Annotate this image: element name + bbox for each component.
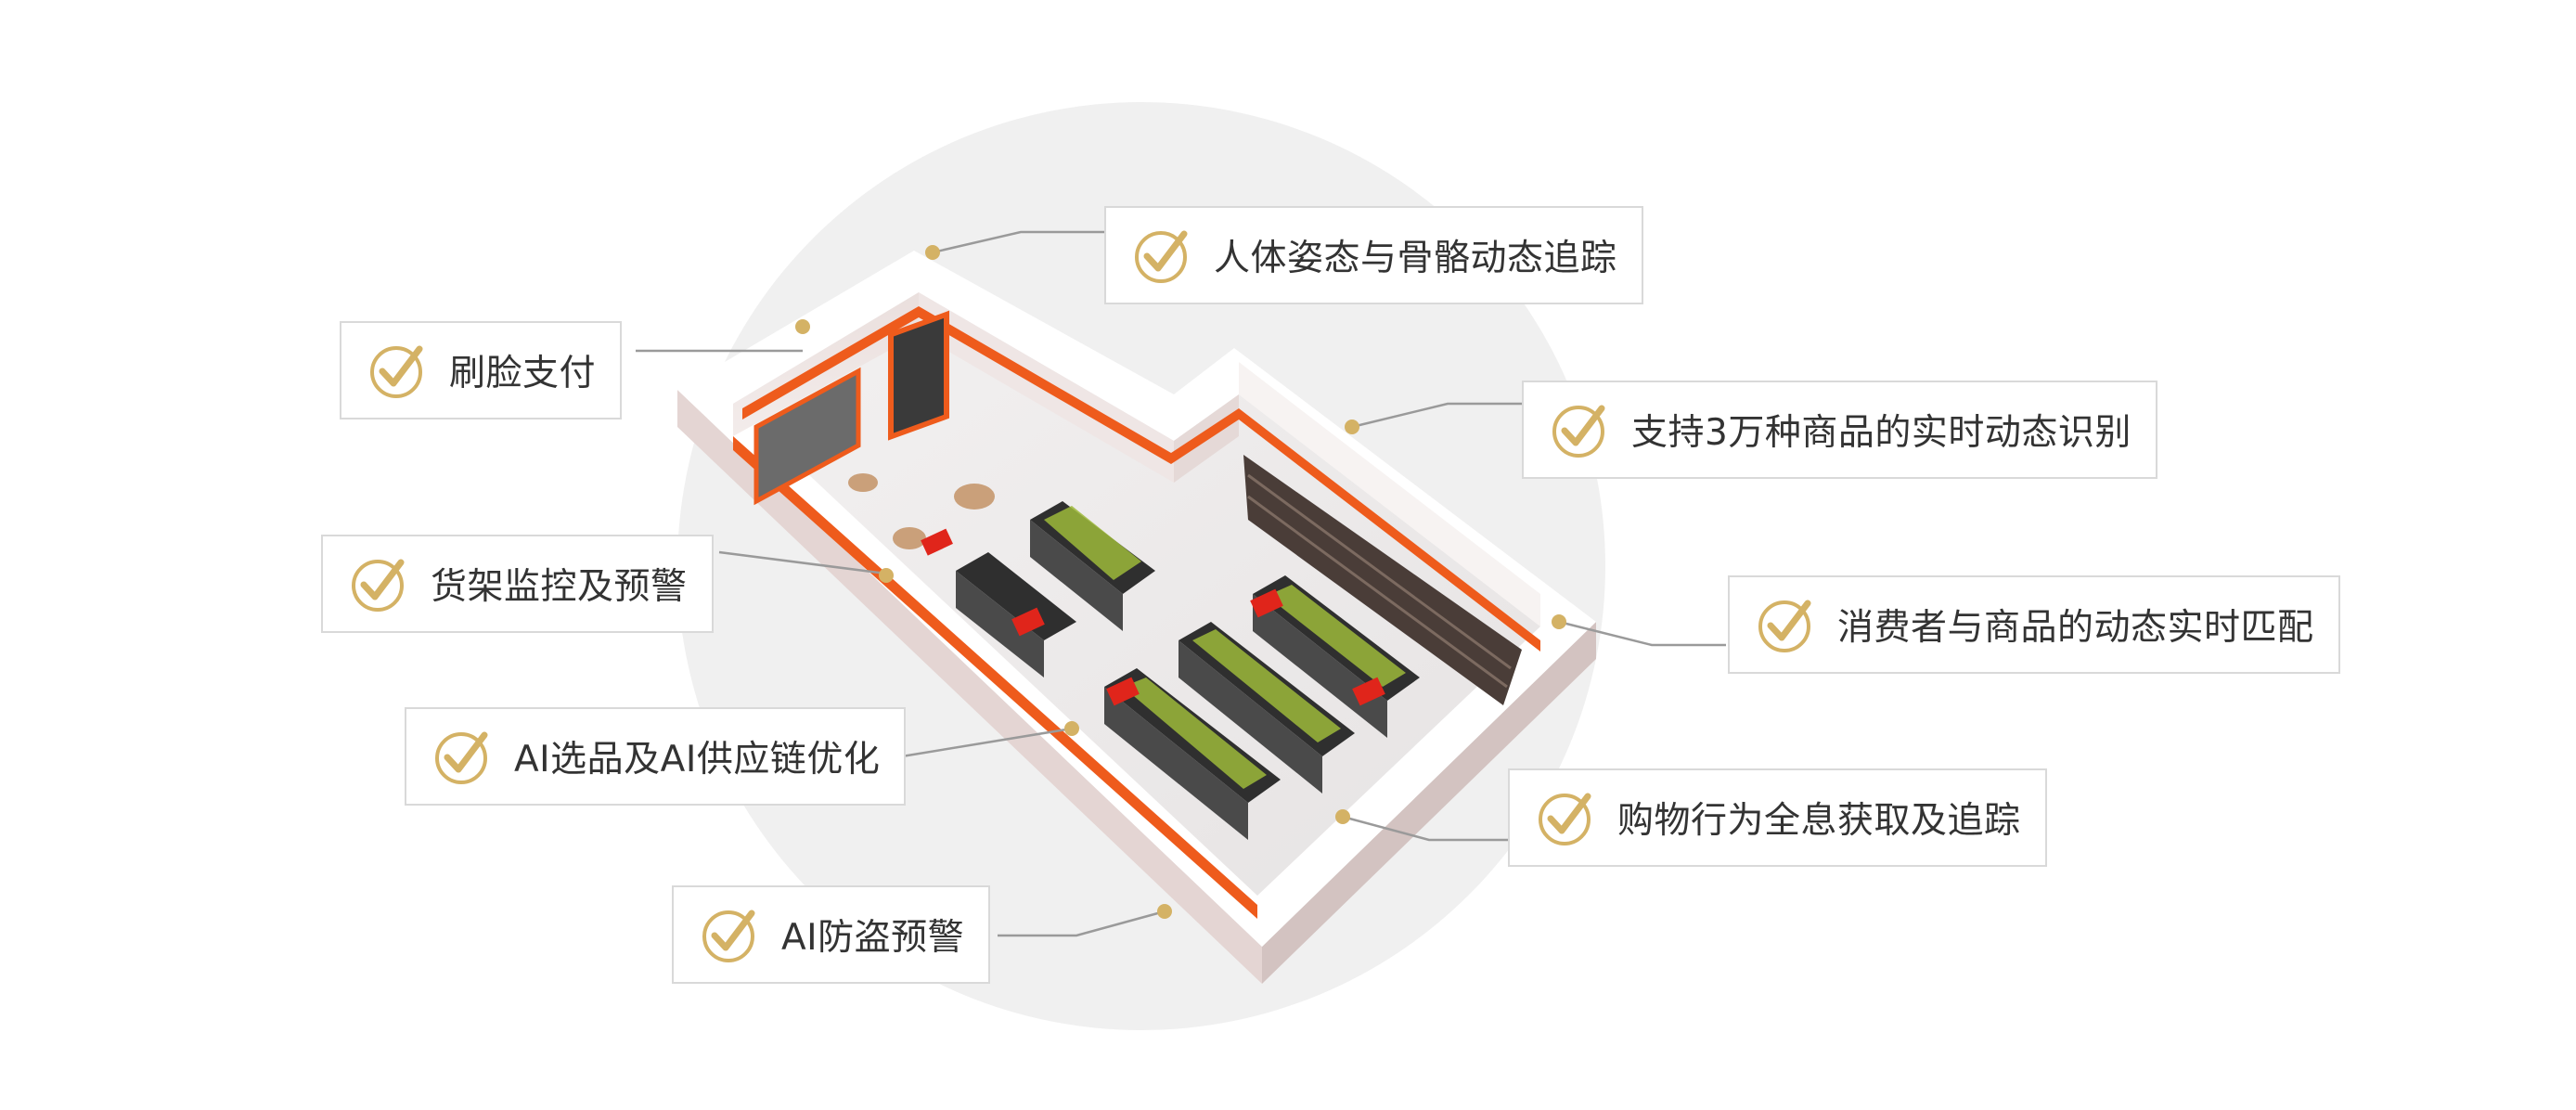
callout-shopping-tracking: 购物行为全息获取及追踪 [1508,768,2047,867]
callout-ai-selection: AI选品及AI供应链优化 [405,707,907,806]
shelf-signs [921,528,1385,706]
orange-bands [733,306,1540,919]
feature-label: 人体姿态与骨骼动态追踪 [1214,238,1617,279]
wall-shelf [1243,455,1522,705]
feature-label: 购物行为全息获取及追踪 [1617,800,2021,842]
entrance-door [888,310,949,441]
callout-face-pay: 刷脸支付 [340,321,623,419]
callout-consumer-matching: 消费者与商品的动态实时匹配 [1728,575,2340,674]
check-circle-icon [1135,230,1188,283]
callout-skeleton-tracking: 人体姿态与骨骼动态追踪 [1104,206,1643,304]
check-circle-icon [1758,600,1811,652]
anchor-dots [795,245,1566,919]
tables [848,473,995,549]
check-circle-icon [1539,793,1591,845]
feature-label: 刷脸支付 [449,353,597,394]
feature-label: 货架监控及预警 [431,566,688,608]
feature-label: AI选品及AI供应链优化 [514,739,881,781]
feature-label: AI防盗预警 [781,917,965,959]
gondola-shelves [956,501,1420,840]
front-window [753,367,861,506]
feature-label: 支持3万种商品的实时动态识别 [1631,412,2132,454]
feature-label: 消费者与商品的动态实时匹配 [1837,607,2314,649]
check-circle-icon [702,910,755,962]
check-circle-icon [1552,405,1605,458]
check-circle-icon [435,731,488,784]
callout-anti-theft: AI防盗预警 [672,885,991,984]
callout-shelf-monitoring: 货架监控及预警 [321,535,714,633]
check-circle-icon [352,559,405,612]
check-circle-icon [370,345,423,398]
callout-product-recognition: 支持3万种商品的实时动态识别 [1522,381,2157,479]
leader-lines [636,230,1726,937]
